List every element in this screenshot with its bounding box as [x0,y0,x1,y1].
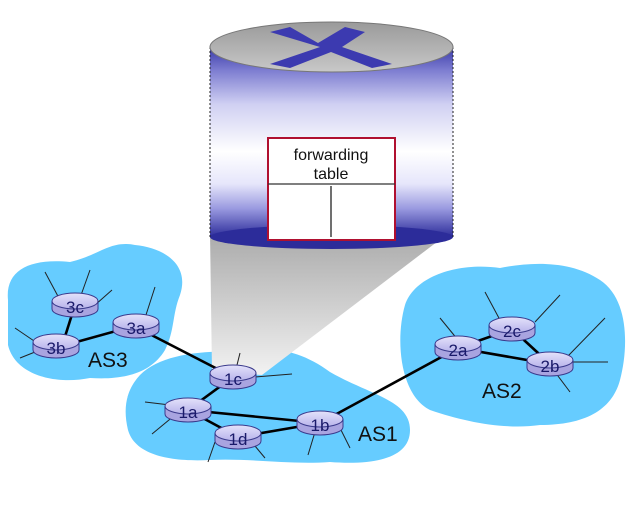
router-label-1d: 1d [229,430,248,449]
as2-cloud [400,263,626,427]
forwarding-table: forwarding table [267,137,396,241]
router-icon [112,313,160,339]
as1-label: AS1 [358,423,398,446]
router-label-3b: 3b [47,339,66,358]
router-3c: 3c [51,292,99,318]
router-2a: 2a [434,335,482,361]
router-2b: 2b [526,351,574,377]
cross-arrows-icon [270,27,392,68]
router-3a: 3a [112,313,160,339]
router-label-2b: 2b [541,357,560,376]
router-1d: 1d [214,424,262,450]
router-2c: 2c [488,316,536,342]
router-icon [164,397,212,423]
router-icon [296,410,344,436]
router-icon [434,335,482,361]
router-label-3a: 3a [127,319,146,338]
router-icon [51,292,99,318]
router-icon [209,364,257,390]
router-icon [32,333,80,359]
router-label-1b: 1b [311,416,330,435]
forwarding-table-title-line1: forwarding [294,147,369,164]
router-label-1c: 1c [224,370,242,389]
router-icon [526,351,574,377]
router-1c: 1c [209,364,257,390]
router-label-1a: 1a [179,403,198,422]
router-icon [488,316,536,342]
router-label-2c: 2c [503,322,521,341]
as1-cloud [125,349,410,463]
link-1b-2a [319,346,459,425]
router-1b: 1b [296,410,344,436]
zoom-beam [210,232,450,375]
as2-label: AS2 [482,380,522,403]
router-3b: 3b [32,333,80,359]
router-1a: 1a [164,397,212,423]
router-label-2a: 2a [449,341,468,360]
as3-label: AS3 [88,349,128,372]
router-icon [214,424,262,450]
forwarding-table-title-line2: table [314,166,349,183]
router-label-3c: 3c [66,298,84,317]
